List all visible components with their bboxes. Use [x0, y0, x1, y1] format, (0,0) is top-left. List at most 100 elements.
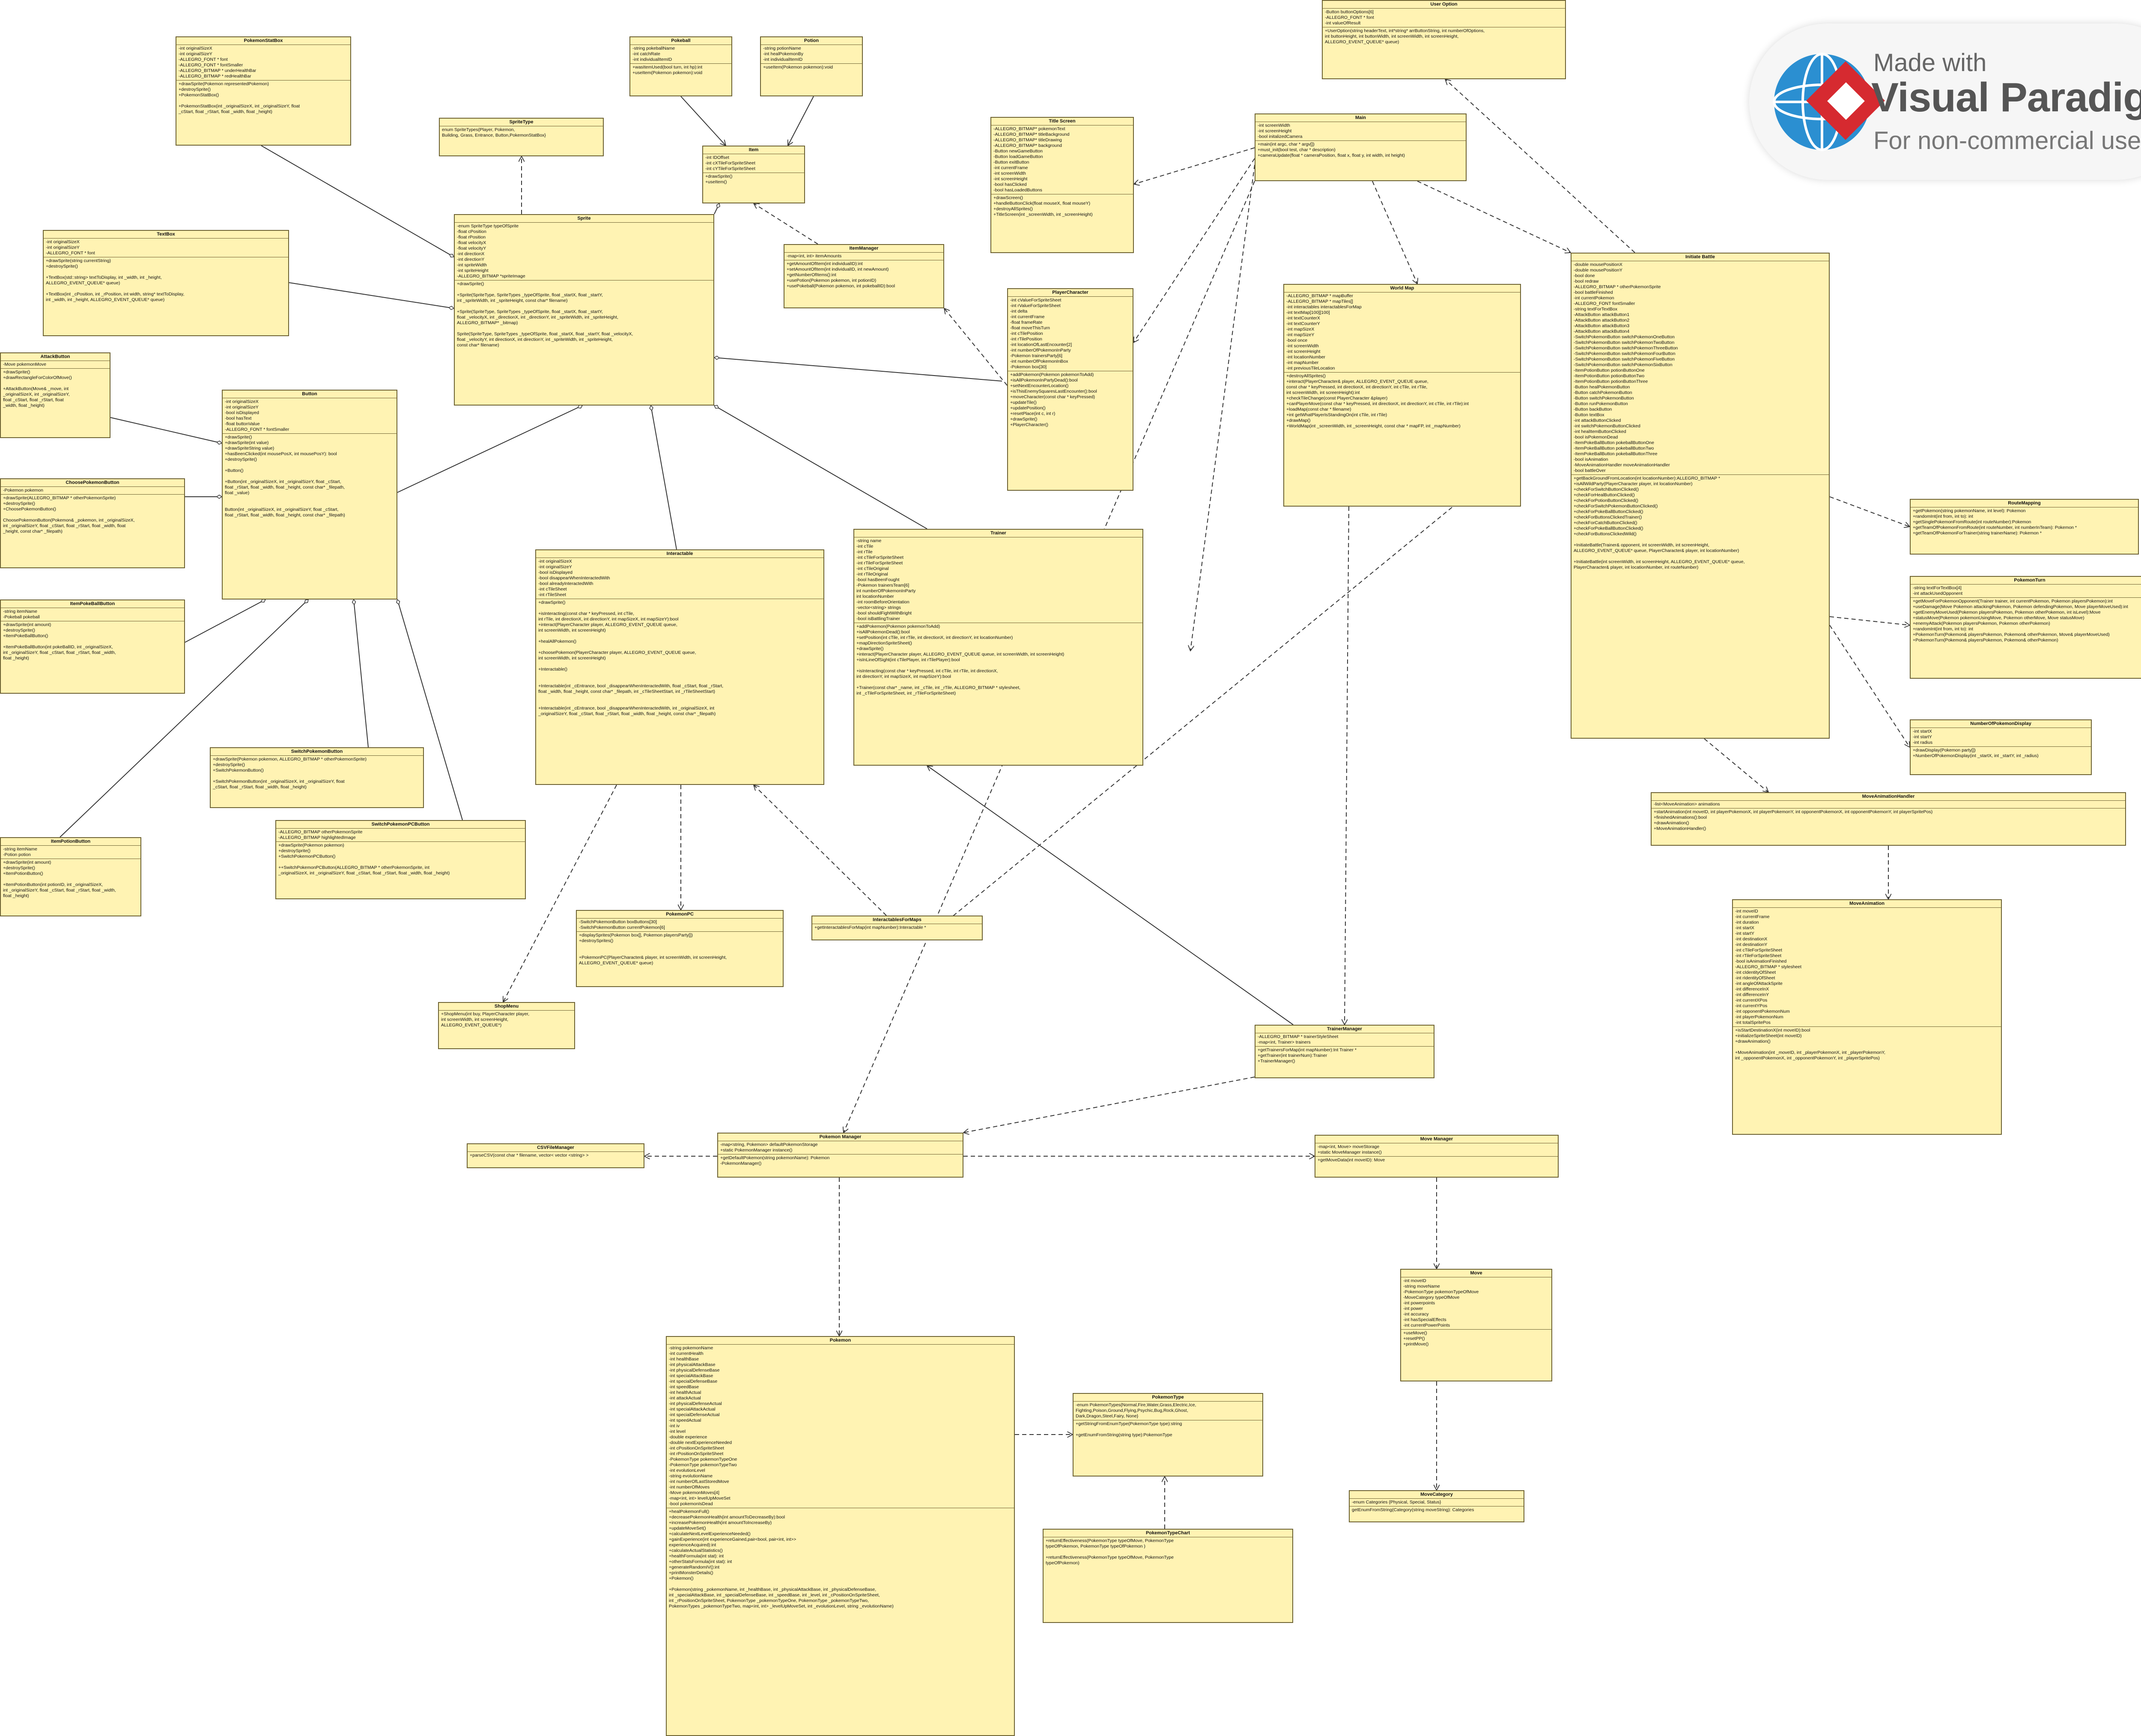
- aggregation-edge: [714, 406, 927, 529]
- operations-section: +drawScreen()+handleButtonClick(float mo…: [991, 194, 1133, 218]
- member-line: -int healthActual: [669, 1390, 701, 1395]
- member-line: +randomInt(int from, int to): int: [1913, 626, 1973, 632]
- dependency-edge: [1417, 181, 1571, 253]
- member-line: +hasBeenClicked(int mousePosX, int mouse…: [225, 451, 337, 456]
- member-line: +AttackButton(Move& _move, int: [3, 386, 69, 391]
- member-line: -AttackButton attackButton3: [1574, 323, 1630, 328]
- operations-section: +healPokemonFull()+decreasePokemonHealth…: [667, 1508, 1014, 1610]
- member-line: -int switchPokemonButtonClicked: [1574, 424, 1640, 429]
- member-line: +returnEffectiveness(PokemonType typeOfM…: [1046, 1555, 1174, 1560]
- class-title: MoveAnimation: [1733, 900, 2001, 908]
- class-title: InteractablesForMaps: [812, 916, 982, 924]
- member-line: [538, 606, 821, 611]
- member-line: int _originalSizeY, float _cStart, float…: [3, 650, 116, 655]
- member-line: _originalSizeX, int _originalSizeY,: [3, 392, 70, 397]
- member-line: -float frameRate: [1010, 320, 1043, 325]
- member-line: +checkForButtonsClickedTrainer(): [1574, 515, 1642, 520]
- member-line: -ALLEGRO_FONT * fontSmaller: [179, 63, 243, 68]
- member-line: +Pokemon(string _pokemonName, int _healt…: [669, 1587, 877, 1592]
- member-line: ALLEGRO_EVENT_QUEUE* queue, PlayerCharac…: [1574, 548, 1739, 553]
- member-line: -enum SpriteType typeOfSprite: [457, 224, 519, 229]
- member-line: -int cTileSheet: [538, 587, 567, 592]
- member-line: -int rValueForSpriteSheet: [1010, 303, 1061, 308]
- member-line: -int directionX: [457, 251, 485, 257]
- member-line: +generateRandomIV():int: [669, 1565, 720, 1570]
- member-line: +usePokeball(Pokemon pokemon, int pokeba…: [787, 283, 895, 289]
- member-line: -int specialAttackActual: [669, 1407, 716, 1412]
- member-line: +must_init(bool test, char * description…: [1258, 147, 1336, 152]
- member-line: -int currentPowerPoints: [1403, 1323, 1450, 1328]
- member-line: -Button runPokemonButton: [1574, 401, 1628, 406]
- member-line: +NumberOfPokemonDisplay(int _startX, int…: [1913, 753, 2039, 758]
- member-line: -int currentXPos: [1735, 998, 1768, 1003]
- member-line: +isStartDestinationX(int moveID):bool: [1735, 1028, 1810, 1033]
- member-line: Fighting,Poison,Ground,Flying,Psychic,Bu…: [1076, 1408, 1188, 1413]
- aggregation-edge: [110, 417, 222, 443]
- operations-section: +drawSprite() +Sprite(SpriteType, Sprite…: [455, 280, 713, 349]
- member-line: [3, 512, 182, 518]
- class-move-animation: MoveAnimation-int moveID-int currentFram…: [1732, 899, 2002, 1135]
- member-line: -int startX: [1735, 925, 1754, 931]
- member-line: +calculateNextLevelExperienceNeeded(): [669, 1531, 751, 1536]
- member-line: +interact(PlayerCharacter& player, ALLEG…: [1286, 379, 1428, 384]
- member-line: +isAllWildParty(PlayerCharacter player, …: [1574, 481, 1693, 486]
- member-line: -int cYTileForSpriteSheet: [705, 166, 755, 171]
- attributes-section: -int originalSizeX-int originalSizeY-boo…: [536, 558, 823, 599]
- member-line: -int moveID: [1735, 909, 1758, 914]
- member-line: +destroySprite(): [213, 762, 245, 767]
- member-line: -SwitchPokemonButton switchPokemonFourBu…: [1574, 351, 1676, 356]
- class-attack-button: AttackButton-Move pokemonMove+drawSprite…: [0, 352, 110, 438]
- member-line: +drawSprite(Pokemon pokemon): [278, 843, 344, 848]
- member-line: +useDamage(Move Pokemon attackingPokemon…: [1913, 604, 2128, 609]
- member-line: +InitiateBattle(Trainer& opponent, int s…: [1574, 543, 1709, 548]
- member-line: -bool pokemonIsDead: [669, 1501, 713, 1506]
- member-line: -string textForTextBox[4]: [1913, 585, 1962, 591]
- member-line: +drawSprite(int amount): [3, 622, 51, 627]
- member-line: -bool isAnimation: [1574, 457, 1608, 462]
- member-line: -int locationNumber: [1286, 355, 1326, 360]
- member-line: +finishedAnimations():bool: [1654, 815, 1707, 820]
- member-line: +startAnimation(int moveID, int playerPo…: [1654, 809, 1933, 814]
- member-line: +checkForSwitchPokemonButtonClicked(): [1574, 504, 1658, 509]
- member-line: [538, 644, 821, 650]
- member-line: -int specialDefenseActual: [669, 1412, 720, 1417]
- operations-section: +destroyAllSprites()+interact(PlayerChar…: [1284, 373, 1520, 430]
- member-line: -int hasSpecialEffects: [1403, 1317, 1446, 1322]
- member-line: -AttackButton attackButton2: [1574, 318, 1630, 323]
- member-line: [538, 672, 821, 678]
- member-line: int rTile, int directionX, int direction…: [538, 617, 679, 622]
- member-line: -int currentHealth: [669, 1351, 704, 1356]
- member-line: +checkForSwitchButtonClicked(): [1574, 487, 1639, 492]
- member-line: _cStart, float _rStart, float _width, fl…: [179, 109, 272, 114]
- member-line: +getPokemon(string pokemonName, int leve…: [1913, 508, 2026, 513]
- dependency-edge: [1190, 164, 1255, 651]
- member-line: +isAllPokemonDead():bool: [856, 629, 910, 635]
- member-line: +drawSprite(int amount): [3, 860, 51, 865]
- class-title: Pokemon: [667, 1337, 1014, 1345]
- member-line: -ItemPotionButton potionButtonTwo: [1574, 373, 1645, 379]
- member-line: +returnEffectiveness(PokemonType typeOfM…: [1046, 1538, 1174, 1543]
- member-line: int _originalSizeY, float _cStart, float…: [3, 888, 116, 893]
- class-title: MoveAnimationHandler: [1652, 793, 2125, 801]
- member-line: -int roomBeforeOrientation: [856, 600, 909, 605]
- member-line: [3, 877, 138, 882]
- member-line: -int interactables interactablesForMap: [1286, 304, 1362, 310]
- member-line: -bool initalizedCamera: [1258, 134, 1303, 139]
- member-line: +getSinglePokemonFromRoute(int routeNumb…: [1913, 519, 2031, 525]
- class-item-poke-ball-button: ItemPokeBallButton-string itemName-Pokeb…: [0, 600, 185, 694]
- member-line: +increasePokemonHealth(int amountToIncre…: [669, 1520, 772, 1525]
- attributes-section: -enum SpriteType typeOfSprite-float cPos…: [455, 223, 713, 280]
- member-line: +isInteracting(const char * keyPressed, …: [856, 668, 998, 674]
- member-line: +TrainerManager(): [1258, 1059, 1295, 1064]
- member-line: +healAllPokemon(): [538, 639, 577, 644]
- member-line: -ItemPotionButton potionButtonThree: [1574, 379, 1648, 384]
- member-line: +ItemPokeBallButton(): [3, 633, 48, 638]
- member-line: -int iv: [669, 1423, 680, 1429]
- member-line: float _cStart, float _rStart, float: [3, 397, 64, 403]
- member-line: +useItem(): [705, 179, 727, 185]
- member-line: -int originalSizeX: [225, 399, 259, 404]
- member-line: -ALLEGRO_BITMAP * stylesheet: [1735, 964, 1802, 969]
- operations-section: +ShopMenu(int buy, PlayerCharacter playe…: [439, 1011, 574, 1029]
- dependency-edge: [754, 203, 818, 245]
- member-line: -bool disappearWhenInteractedWith: [538, 576, 610, 581]
